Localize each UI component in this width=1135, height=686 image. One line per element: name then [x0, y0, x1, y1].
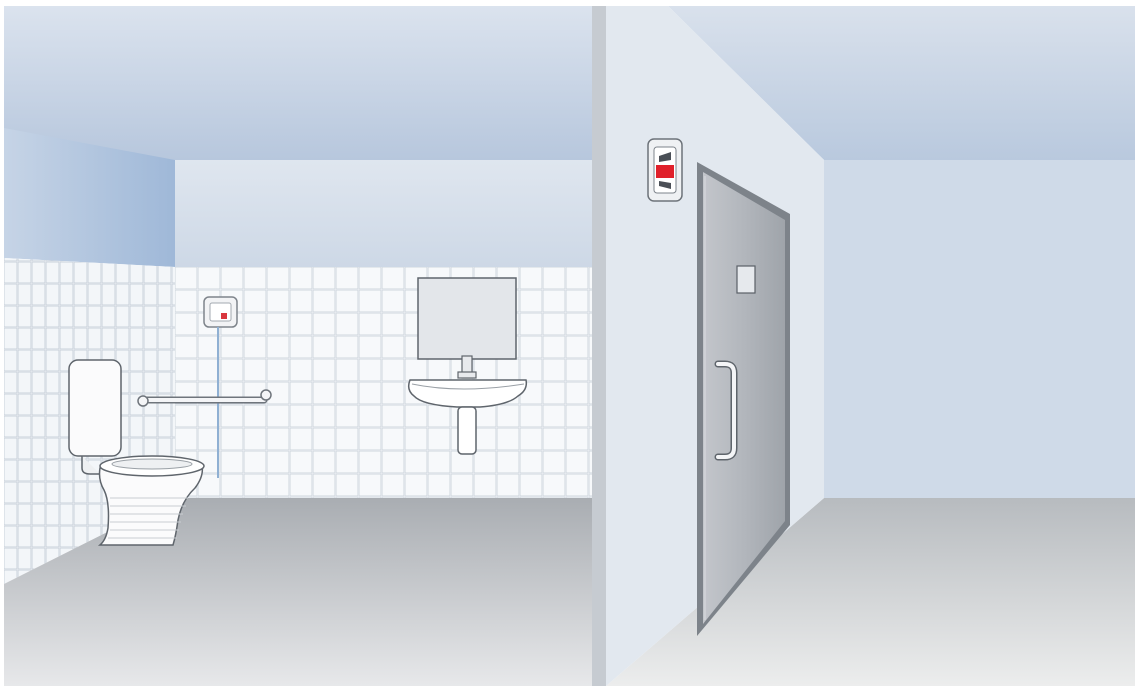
- alarm-indicator-light: [221, 313, 227, 319]
- door-vision-panel: [737, 266, 755, 293]
- basin-pedestal: [458, 407, 476, 454]
- alarm-light: [648, 139, 682, 201]
- back-wall: [175, 160, 592, 268]
- mirror: [418, 278, 516, 359]
- divider-wall: [592, 6, 606, 686]
- cistern: [69, 360, 121, 456]
- back-wall-right: [824, 160, 1135, 498]
- alarm-light-red: [656, 165, 674, 178]
- ceiling: [4, 6, 592, 160]
- right-room: [606, 6, 1135, 686]
- left-room: [4, 6, 592, 686]
